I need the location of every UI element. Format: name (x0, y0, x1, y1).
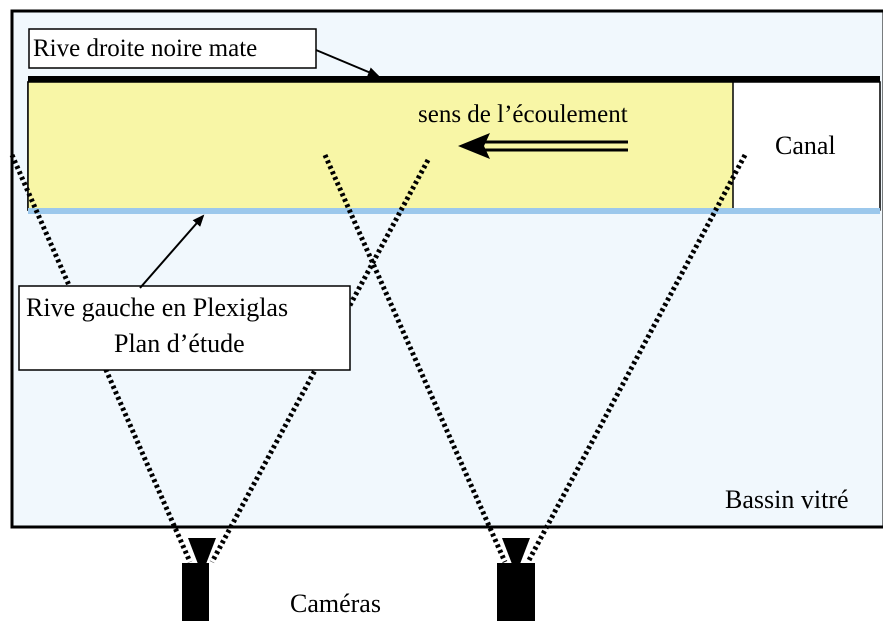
right-bank-label: Rive droite noire mate (33, 35, 257, 62)
flow-direction-arrow (458, 133, 628, 159)
camera-right-body (497, 563, 535, 621)
left-bank-pointer-arrow (139, 214, 205, 289)
sight-line-right-camera-outer (525, 153, 748, 564)
channel-label: Canal (775, 131, 836, 160)
left-bank-label-line2: Plan d’étude (114, 329, 245, 358)
camera-left-lens (188, 538, 216, 564)
flow-direction-label: sens de l’écoulement (418, 101, 628, 128)
camera-right-lens (502, 538, 530, 564)
left-bank-plexiglas (28, 208, 880, 214)
sight-line-right-camera-inner (322, 153, 508, 564)
flow-arrow-head (458, 133, 490, 159)
camera-left (182, 538, 216, 621)
camera-left-body (182, 563, 209, 621)
left-bank-label-box (18, 285, 351, 371)
camera-right (497, 538, 535, 621)
right-bank-pointer-arrow (315, 49, 380, 77)
cameras-label: Caméras (290, 589, 381, 618)
basin-label: Bassin vitré (725, 485, 849, 514)
right-bank-black (28, 76, 880, 82)
right-bank-label-box (28, 28, 317, 69)
left-bank-label-line1: Rive gauche en Plexiglas (26, 293, 288, 322)
